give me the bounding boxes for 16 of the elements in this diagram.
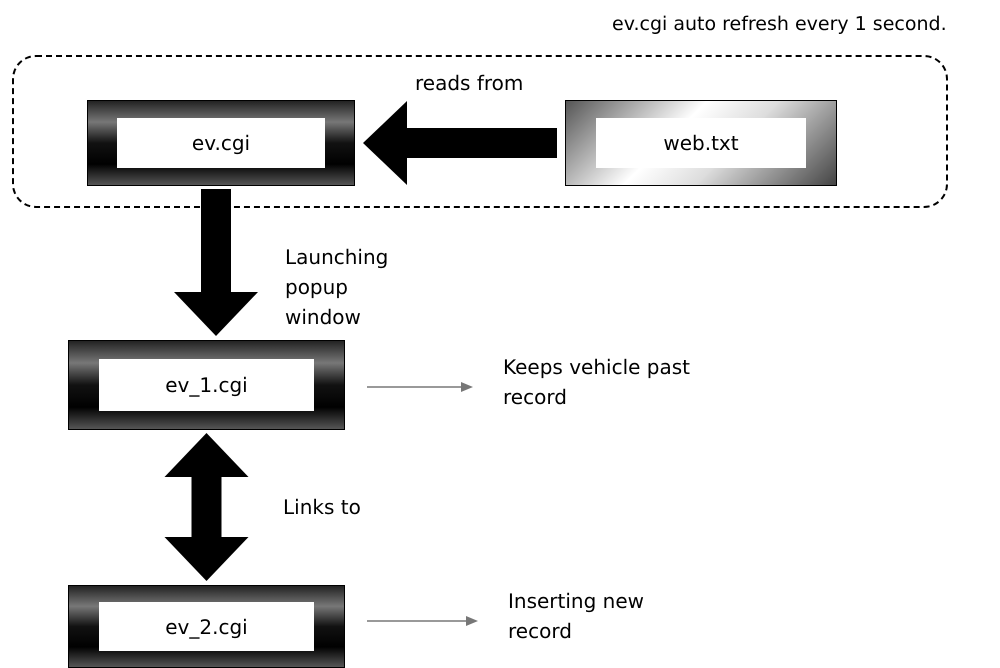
box-label: ev_2.cgi (99, 602, 314, 651)
note-text: Inserting new record (508, 586, 708, 656)
process-box (68, 340, 345, 430)
process-box (87, 100, 355, 186)
block-arrow (174, 189, 258, 336)
dashed-group-frame (12, 55, 948, 208)
box-label: ev.cgi (117, 118, 325, 168)
arrow (367, 382, 473, 392)
process-box (68, 585, 345, 668)
box-label: ev_1.cgi (99, 358, 314, 412)
block-arrow (164, 433, 248, 581)
block-arrow (363, 101, 557, 185)
box-label: web.txt (596, 118, 806, 168)
arrow (367, 616, 478, 626)
process-box (565, 100, 837, 186)
note-text: Keeps vehicle past record (503, 352, 723, 422)
